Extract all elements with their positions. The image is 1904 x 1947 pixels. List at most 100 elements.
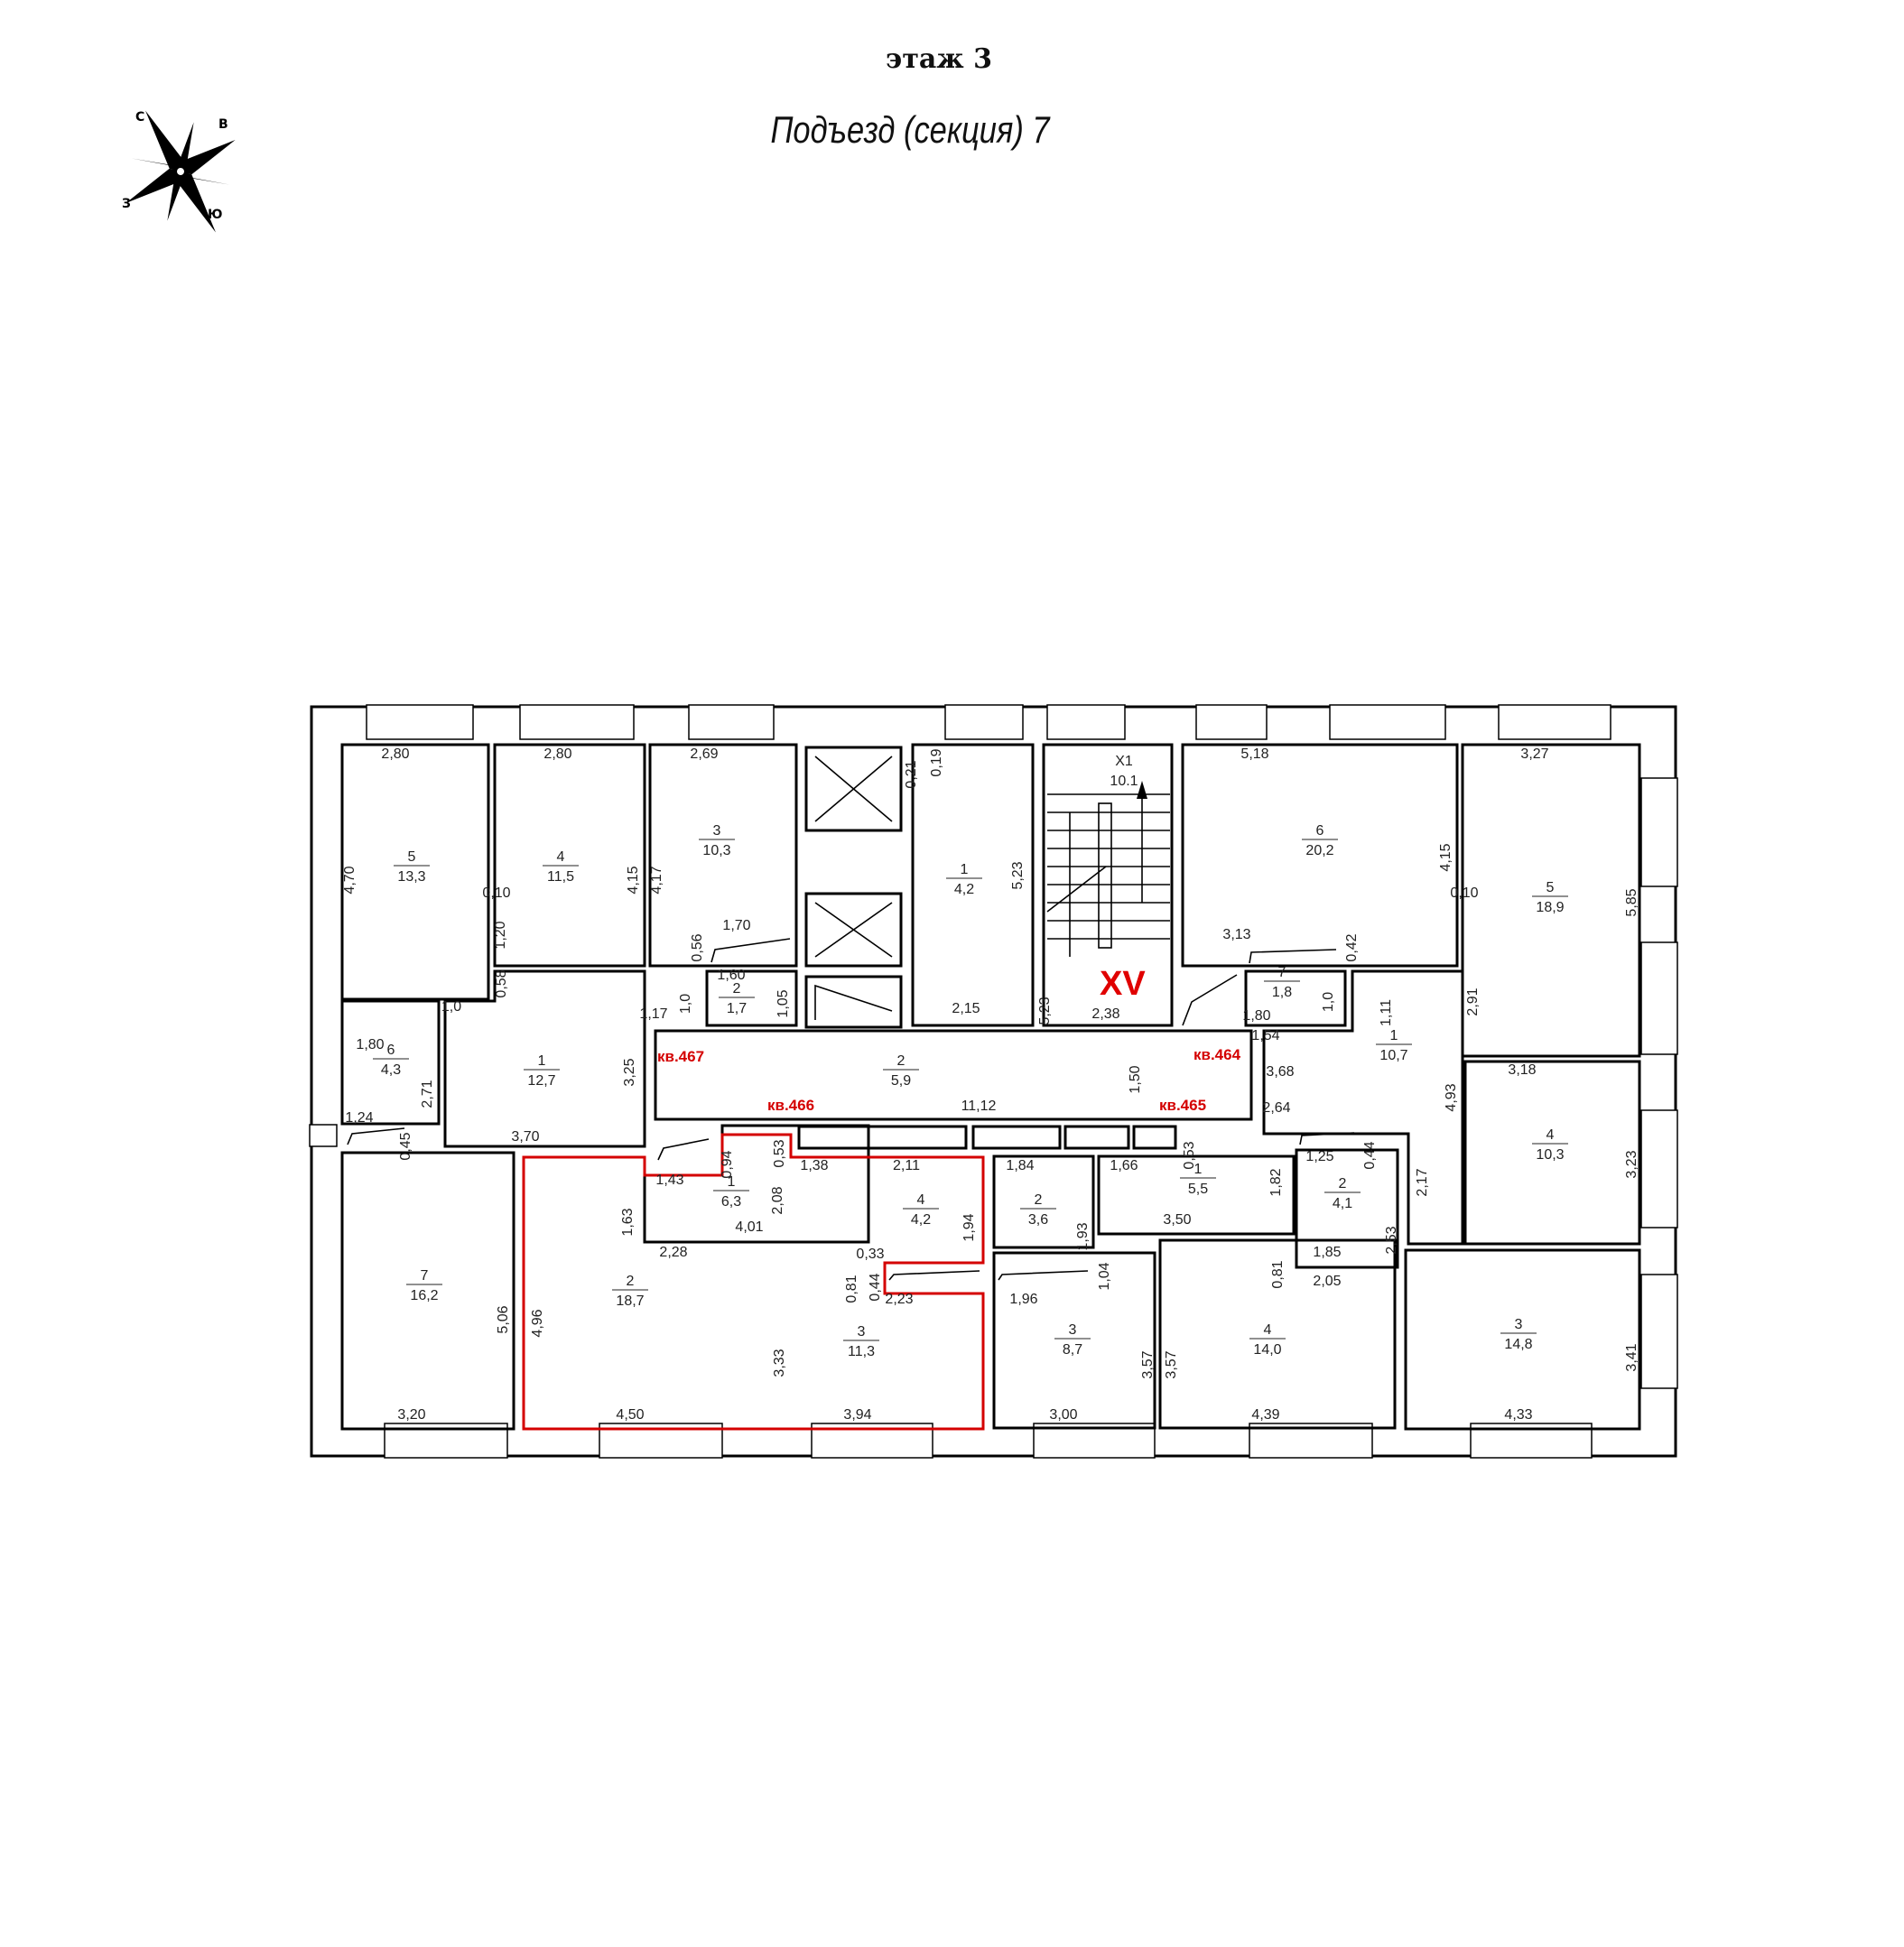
dimension-label: 3,23 [1624,1150,1639,1178]
stair-label: XV [1100,965,1146,1003]
dimension-label: 0,45 [398,1132,413,1160]
dimension-label: 3,20 [397,1407,425,1423]
room-number: 3 [1069,1322,1077,1338]
room-area: 11,5 [547,869,574,885]
dimension-label: 4,96 [530,1309,545,1337]
room-area: 14,0 [1253,1342,1281,1358]
dimension-label: 1,82 [1268,1168,1284,1196]
room-area: 18,7 [616,1293,644,1309]
room-area: 5,9 [891,1073,911,1089]
dimension-label: 1,80 [1242,1008,1270,1024]
highlighted-apartment [522,1133,985,1431]
dimension-label: 1,25 [1305,1149,1333,1164]
room-number: 5 [408,849,416,865]
dimension-label: 0,58 [494,969,509,997]
apartment-label-464: кв.464 [1193,1046,1241,1063]
dimension-label: 11,12 [961,1099,997,1114]
page-title: этаж 3 [886,43,992,75]
dimension-label: 2,11 [893,1158,920,1173]
dimension-label: 0,21 [904,760,919,788]
room-number: 4 [917,1192,925,1208]
dimension-label: 2,05 [1313,1274,1341,1289]
room-number: 1 [961,862,969,877]
apartment-label-466: кв.466 [767,1097,814,1114]
dimension-label: 4,17 [649,866,664,894]
dimension-label: 1,20 [493,921,508,949]
dimension-label: 1,0 [678,994,693,1014]
elevator-shafts [814,756,893,1020]
dimension-label: 2,80 [543,746,571,762]
room-area: 16,2 [410,1288,438,1303]
dimension-label: 1,50 [1128,1065,1143,1093]
room-number: 1 [538,1053,546,1069]
dimension-label: 1,84 [1006,1158,1034,1173]
windows-left [309,1124,338,1147]
corridor-cabinets [797,1125,1177,1150]
dimension-label: 4,15 [1438,843,1454,871]
dimension-label: 3,33 [772,1349,787,1377]
closet-markers [347,938,1355,1281]
windows-right [1640,777,1678,1389]
room-area: 13,3 [397,869,425,885]
room-area: 6,3 [721,1194,741,1210]
room-area: 14,8 [1504,1337,1532,1352]
room-area: 1,7 [727,1001,747,1016]
dimension-label: 5,06 [496,1305,511,1333]
dimension-label: 1,04 [1097,1262,1112,1290]
dimension-label: 2,91 [1465,987,1481,1015]
dimension-label: 4,39 [1251,1407,1279,1423]
dimension-label: 3,57 [1140,1350,1156,1378]
dimension-label: 1,70 [722,918,750,933]
dimension-label: 4,70 [342,866,358,894]
room-number: 4 [557,849,565,865]
dimension-label: 3,18 [1508,1062,1536,1078]
room-number: 6 [387,1043,395,1058]
dimension-label: 4,50 [616,1407,644,1423]
room-area: 10,3 [1536,1147,1564,1163]
dimension-label: 0,33 [856,1247,884,1262]
compass-label-west: З [122,197,131,211]
dimension-label: 5,85 [1624,888,1639,916]
apartment-label-465: кв.465 [1159,1097,1206,1114]
room-area: 11,3 [848,1344,875,1359]
dimension-label: 0,10 [1450,885,1478,901]
apartment-label-467: кв.467 [657,1048,704,1065]
dimension-label: 3,13 [1222,927,1250,942]
dimension-label: 2,17 [1415,1168,1430,1196]
dimension-label: 2,23 [885,1292,913,1307]
dimension-label: 1,60 [717,968,745,983]
room-area: 4,2 [911,1212,931,1228]
windows-bottom [384,1423,1593,1459]
dimension-label: 1,0 [1321,992,1336,1012]
dimension-label: 0,53 [1182,1141,1197,1169]
dimension-label: 2,38 [1091,1006,1119,1022]
stair-room-area: 10.1 [1110,774,1138,789]
dimension-label: 3,94 [843,1407,871,1423]
dimension-label: 1,94 [961,1213,977,1241]
room-number: 3 [713,823,721,839]
room-number: 3 [858,1324,866,1340]
dimension-label: 1,17 [639,1006,667,1022]
room-area: 3,6 [1028,1212,1048,1228]
page-subtitle: Подъезд (секция) 7 [770,108,1050,151]
windows-top [366,704,1611,740]
room-number: 4 [1264,1322,1272,1338]
dimension-label: 1,05 [776,989,791,1017]
compass-label-east: В [218,117,228,132]
dimension-label: 5,23 [1010,861,1026,889]
room-number: 1 [1194,1162,1203,1177]
stair-icon [1046,781,1170,957]
dimension-label: 4,93 [1444,1083,1459,1111]
dimension-label: 3,27 [1520,746,1548,762]
compass-label-north: С [135,110,144,125]
room-area: 4,3 [381,1062,401,1078]
dimension-label: 3,57 [1164,1350,1179,1378]
dimension-label: 1,0 [441,999,461,1015]
dimension-label: 0,81 [1270,1260,1286,1288]
dimension-label: 1,63 [620,1208,636,1236]
dimension-label: 0,94 [720,1150,735,1178]
dimension-label: 0,44 [868,1273,883,1301]
dimension-label: 3,00 [1049,1407,1077,1423]
room-number: 4 [1546,1127,1555,1143]
room-number: 5 [1546,880,1555,895]
